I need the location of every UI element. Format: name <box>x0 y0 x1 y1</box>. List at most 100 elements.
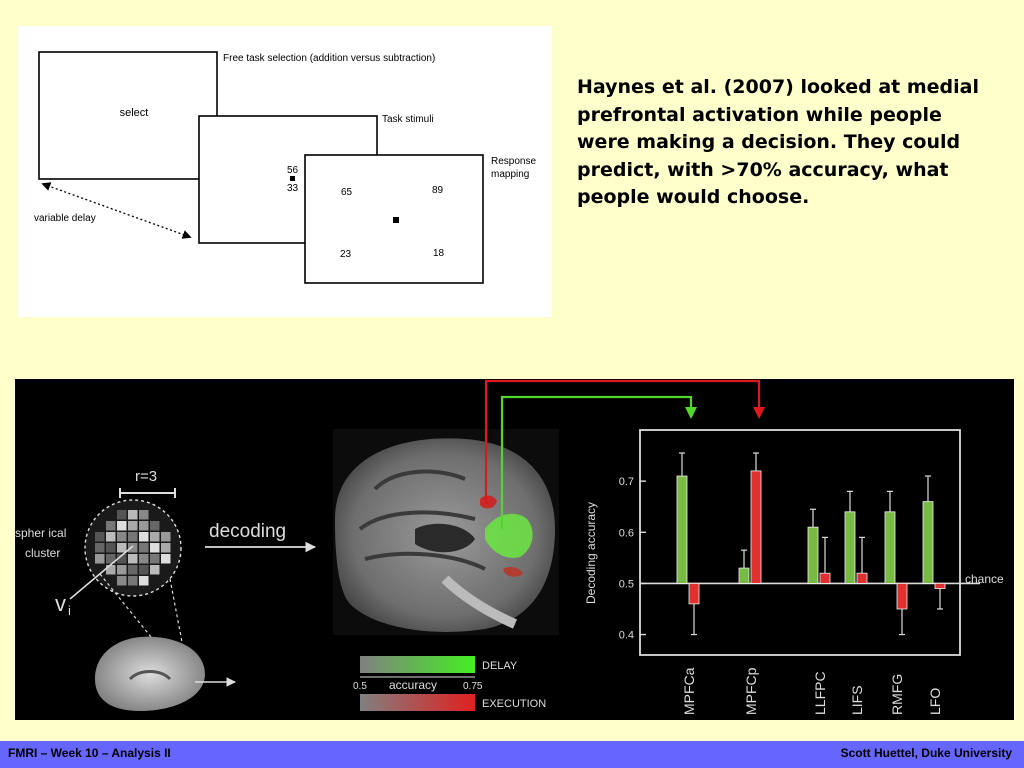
voxel <box>128 565 138 575</box>
stimulus-bottom-number: 33 <box>287 183 299 194</box>
voxel-pointer <box>69 545 134 600</box>
footer-bar: FMRI – Week 10 – Analysis II Scott Huett… <box>0 741 1024 768</box>
decoding-figure: r=3 spher ical cluster v i decoding <box>15 379 1004 715</box>
voxel <box>161 532 171 542</box>
voxel <box>117 510 127 520</box>
category-label: LFO <box>927 688 943 715</box>
voxel <box>128 532 138 542</box>
voxel <box>117 565 127 575</box>
execution-colorbar <box>360 694 475 711</box>
footer-author: Scott Huettel, Duke University <box>840 746 1012 760</box>
voxel <box>139 554 149 564</box>
voxel <box>150 521 160 531</box>
y-tick-label: 0.5 <box>619 578 634 590</box>
execution-activation <box>480 495 497 509</box>
variable-delay-label: variable delay <box>34 213 96 224</box>
voxel <box>150 532 160 542</box>
caption-response: Response <box>491 156 536 167</box>
execution-connector-line <box>484 379 761 504</box>
voxel <box>128 543 138 553</box>
category-label: MPFCa <box>681 667 697 715</box>
fixation-square <box>290 176 295 181</box>
voxel <box>139 543 149 553</box>
delay-label: DELAY <box>482 660 518 672</box>
chart-y-axis-label: Decoding accuracy <box>584 502 598 604</box>
bar-delay <box>676 475 688 584</box>
voxel <box>95 543 105 553</box>
response-number-br: 18 <box>433 248 445 259</box>
voxel <box>117 576 127 586</box>
voxel-subscript: i <box>68 603 71 618</box>
y-tick-label: 0.4 <box>619 630 634 642</box>
voxel <box>128 510 138 520</box>
voxel <box>106 565 116 575</box>
voxel <box>95 554 105 564</box>
voxel <box>139 510 149 520</box>
decoding-figure-panel: r=3 spher ical cluster v i decoding <box>15 379 1014 720</box>
voxel <box>95 532 105 542</box>
bar-execution <box>856 572 868 584</box>
select-label: select <box>120 107 149 119</box>
cluster-label-line2: cluster <box>25 546 60 560</box>
response-number-bl: 23 <box>340 249 352 260</box>
y-tick-label: 0.7 <box>619 476 634 488</box>
delay-colorbar <box>360 656 475 673</box>
task-diagram: select Free task selection (addition ver… <box>34 51 536 284</box>
bar-delay <box>922 501 934 584</box>
bar-delay <box>738 567 750 584</box>
voxel-label: v <box>55 591 66 616</box>
colorbar-mid-label: accuracy <box>389 678 437 692</box>
voxel <box>106 554 116 564</box>
voxel <box>128 576 138 586</box>
response-fixation-square <box>393 217 399 223</box>
category-label: MPFCp <box>743 667 759 715</box>
delay-connector-arrowhead <box>685 407 697 419</box>
voxel <box>139 576 149 586</box>
voxel <box>106 532 116 542</box>
voxel <box>150 565 160 575</box>
category-label: LIFS <box>849 685 865 715</box>
voxel <box>150 543 160 553</box>
bar-execution <box>688 583 700 605</box>
radius-label: r=3 <box>135 468 157 485</box>
voxel <box>117 554 127 564</box>
small-brain-image <box>95 636 205 711</box>
execution-connector-arrowhead <box>753 407 765 419</box>
decoding-label: decoding <box>209 521 286 542</box>
voxel <box>139 532 149 542</box>
bar-delay <box>844 511 856 584</box>
bar-execution <box>750 470 762 584</box>
chart-frame <box>639 429 961 656</box>
brain-mri-image <box>333 429 559 635</box>
caption-task-stimuli: Task stimuli <box>382 114 434 125</box>
voxel-grid <box>95 510 171 586</box>
y-tick-label: 0.6 <box>619 527 634 539</box>
voxel <box>117 543 127 553</box>
category-label: LLFPC <box>812 671 828 715</box>
voxel <box>161 543 171 553</box>
voxel <box>106 543 116 553</box>
slide-body-text: Haynes et al. (2007) looked at medial pr… <box>577 76 979 208</box>
category-label: RMFG <box>889 674 905 715</box>
bar-execution <box>934 583 946 589</box>
variable-delay-arrow <box>41 182 192 239</box>
response-number-tl: 65 <box>341 187 353 198</box>
execution-activation-lower <box>503 566 523 577</box>
voxel <box>128 521 138 531</box>
caption-mapping: mapping <box>491 169 529 180</box>
zoom-line-left <box>99 573 186 680</box>
voxel <box>128 554 138 564</box>
stimulus-top-number: 56 <box>287 165 299 176</box>
bar-delay <box>807 526 819 584</box>
footer-course-title: FMRI – Week 10 – Analysis II <box>8 746 171 760</box>
bar-delay <box>884 511 896 584</box>
bar-execution <box>896 583 908 610</box>
chance-label: chance <box>965 572 1004 586</box>
delay-activation <box>485 513 533 558</box>
response-number-tr: 89 <box>432 185 444 196</box>
voxel <box>161 554 171 564</box>
voxel <box>150 554 160 564</box>
voxel <box>139 565 149 575</box>
execution-label: EXECUTION <box>482 698 546 710</box>
